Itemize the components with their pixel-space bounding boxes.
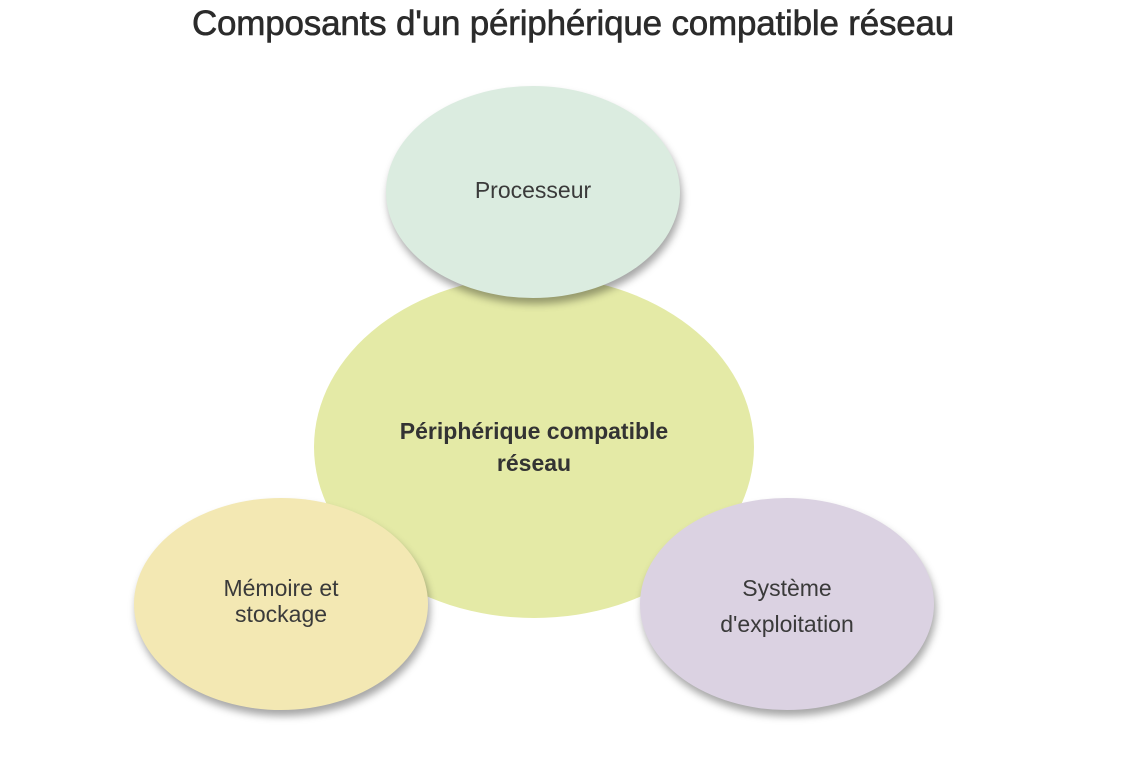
center-node-label-line-1: Périphérique compatible	[399, 418, 669, 444]
memory-label-line-2: stockage	[234, 601, 328, 627]
center-node-label-line-2: réseau	[496, 450, 572, 476]
node-operating-system: Système d'exploitation	[640, 498, 934, 710]
os-label-line-2: d'exploitation	[720, 611, 854, 637]
processor-label: Processeur	[474, 177, 592, 203]
node-processor: Processeur	[386, 86, 680, 298]
node-memory-storage: Mémoire et stockage	[134, 498, 428, 710]
os-label-line-1: Système	[742, 575, 832, 601]
page-title: Composants d'un périphérique compatible …	[191, 4, 955, 44]
memory-label-line-1: Mémoire et	[223, 575, 339, 601]
